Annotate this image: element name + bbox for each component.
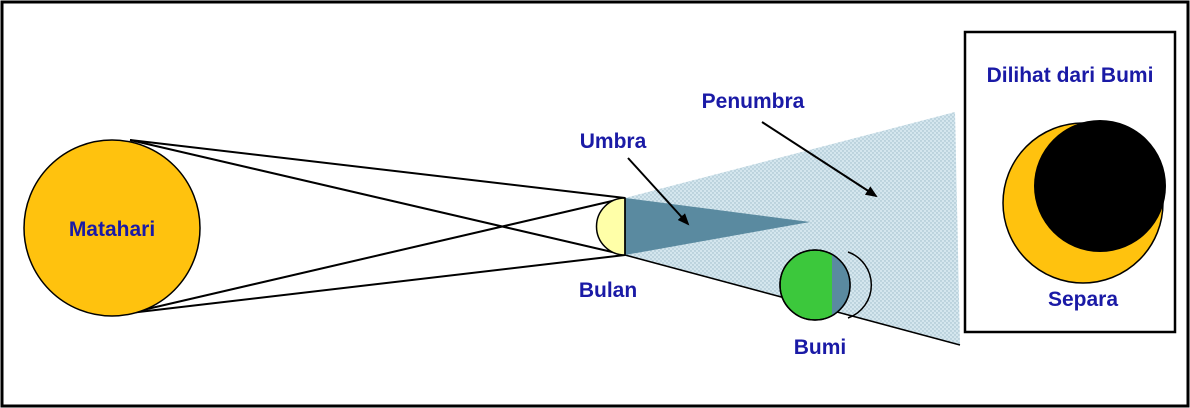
inset-title: Dilihat dari Bumi [987,64,1154,87]
sun [23,139,201,317]
umbra-cone [625,198,810,255]
earth-outline [779,249,851,321]
earth-label: Bumi [794,336,847,359]
penumbra-arrow [761,121,878,198]
inset-view-from-earth: Dilihat dari Bumi Separa [963,30,1177,334]
earth-night-edge [847,251,873,319]
penumbra-label: Penumbra [702,90,805,113]
moon [595,197,626,256]
inset-moon-disk [1034,120,1166,252]
ray-upper-outer [129,139,626,199]
moon-label: Bulan [579,279,637,302]
ray-lower-cross [129,197,626,314]
penumbra-region [625,112,960,345]
earth [779,249,873,321]
ray-upper-cross [129,139,626,256]
umbra-arrow [627,157,690,226]
sun-label: Matahari [69,218,155,241]
umbra-label: Umbra [580,130,647,153]
ray-lower-outer [129,254,626,314]
inset-caption: Separa [1048,288,1118,311]
